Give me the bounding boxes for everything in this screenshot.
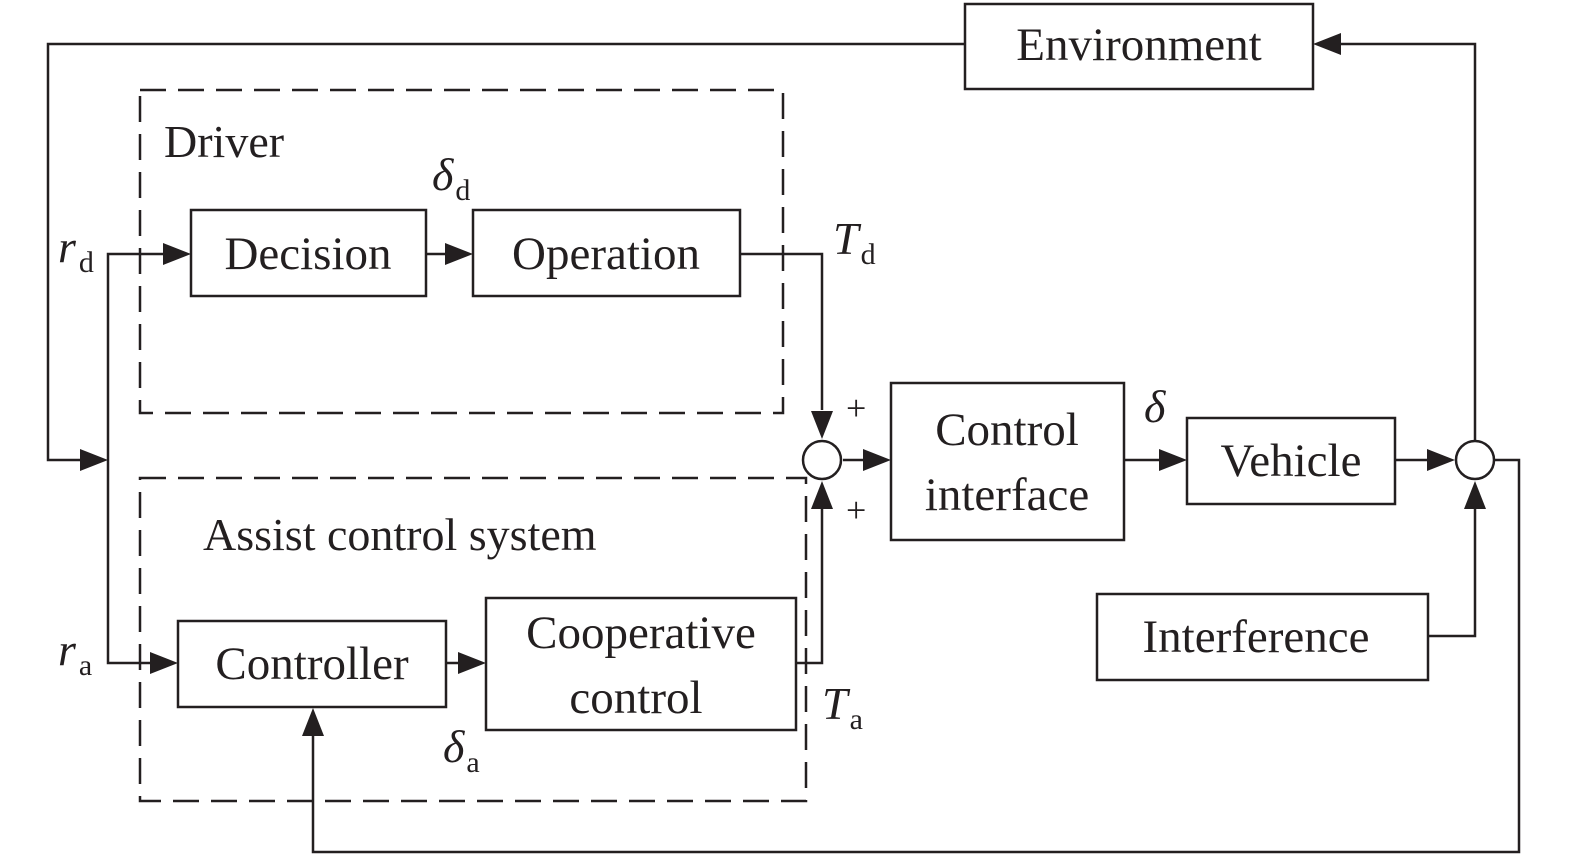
operation-block: Operation — [471, 208, 742, 298]
interference-label: Interference — [1143, 611, 1370, 663]
td-wire — [740, 252, 824, 410]
t-d-signal-label: Td — [833, 213, 876, 271]
arrowhead — [458, 652, 486, 674]
driver-group-boundary — [138, 88, 785, 415]
cooperative-control-block: Cooperative control — [484, 596, 798, 732]
interference-wire — [1428, 506, 1477, 638]
decision-label: Decision — [224, 228, 391, 280]
arrowhead — [302, 708, 324, 736]
arrowhead — [811, 411, 833, 439]
decision-block: Decision — [189, 208, 428, 298]
control-interface-label-line1: Control — [935, 404, 1079, 456]
delta-a-signal-label: δa — [443, 721, 480, 779]
arrowhead — [1159, 449, 1187, 471]
ta-wire — [796, 506, 824, 665]
operation-label: Operation — [512, 228, 700, 280]
environment-block: Environment — [963, 2, 1315, 91]
torque-summing-junction — [801, 439, 843, 481]
sum-plus-bottom: + — [846, 490, 866, 530]
output-to-environment-wire — [1338, 42, 1477, 440]
sum-plus-top: + — [846, 388, 866, 428]
driver-group-label: Driver — [164, 116, 284, 167]
signal-wires — [46, 42, 1521, 854]
reference-split-wire — [106, 252, 170, 665]
output-summing-junction — [1454, 439, 1496, 481]
cooperative-control-label-line1: Cooperative — [526, 607, 756, 659]
t-a-signal-label: Ta — [822, 678, 863, 736]
arrowhead — [163, 243, 191, 265]
control-interface-block: Control interface — [889, 381, 1126, 542]
environment-label: Environment — [1016, 19, 1261, 71]
vehicle-block: Vehicle — [1185, 416, 1397, 506]
controller-label: Controller — [215, 638, 409, 690]
control-interface-label-line2: interface — [925, 469, 1089, 521]
arrowhead — [1427, 449, 1455, 471]
arrowhead — [811, 481, 833, 509]
cooperative-control-label-line2: control — [569, 672, 702, 724]
assist-group-label: Assist control system — [203, 509, 597, 560]
arrowhead — [863, 449, 891, 471]
arrowhead — [445, 243, 473, 265]
controller-block: Controller — [176, 619, 448, 709]
arrowhead — [1313, 33, 1341, 55]
vehicle-label: Vehicle — [1221, 435, 1362, 487]
environment-feedback-wire — [46, 42, 965, 462]
interference-block: Interference — [1095, 592, 1430, 682]
delta-signal-label: δ — [1144, 381, 1166, 432]
arrowheads — [80, 33, 1486, 736]
arrowhead — [150, 652, 178, 674]
arrowhead — [80, 449, 108, 471]
controller-feedback-wire — [311, 458, 1521, 854]
arrowhead — [1464, 481, 1486, 509]
delta-d-signal-label: δd — [432, 149, 470, 207]
